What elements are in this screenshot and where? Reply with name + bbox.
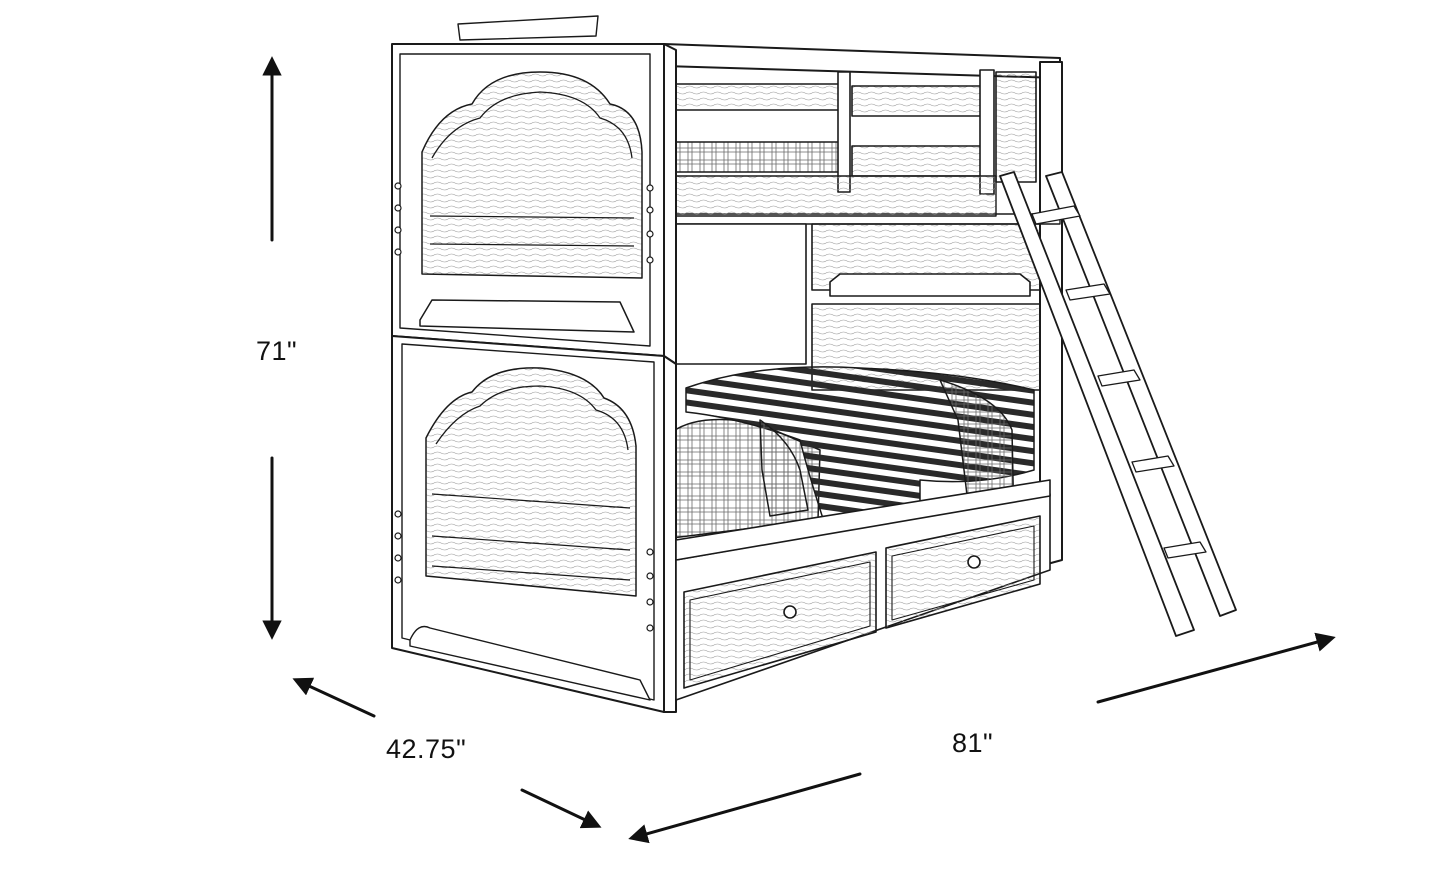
width-arrow-right <box>1096 632 1336 704</box>
bunk-bed-illustration <box>391 15 1237 713</box>
depth-dimension-label: 42.75" <box>386 734 467 764</box>
side-rails <box>663 43 677 713</box>
drawer-pull-left <box>783 605 797 619</box>
drawer-pull-right <box>967 555 981 569</box>
upper-guard-rails <box>675 69 1037 195</box>
front-end-frame <box>391 15 665 713</box>
width-arrow-left <box>628 772 862 844</box>
height-dimension-label: 71" <box>256 336 298 366</box>
storage-drawers <box>675 479 1051 701</box>
dimension-arrows <box>262 56 1336 844</box>
upper-mattress <box>675 175 997 217</box>
ladder <box>999 171 1237 637</box>
lower-back-panel <box>675 223 1041 391</box>
width-dimension-label: 81" <box>952 728 994 758</box>
depth-arrow-upper <box>292 677 376 718</box>
bolt-holes <box>394 182 654 632</box>
lower-bedding <box>671 366 1035 541</box>
depth-arrow-lower <box>520 788 602 829</box>
